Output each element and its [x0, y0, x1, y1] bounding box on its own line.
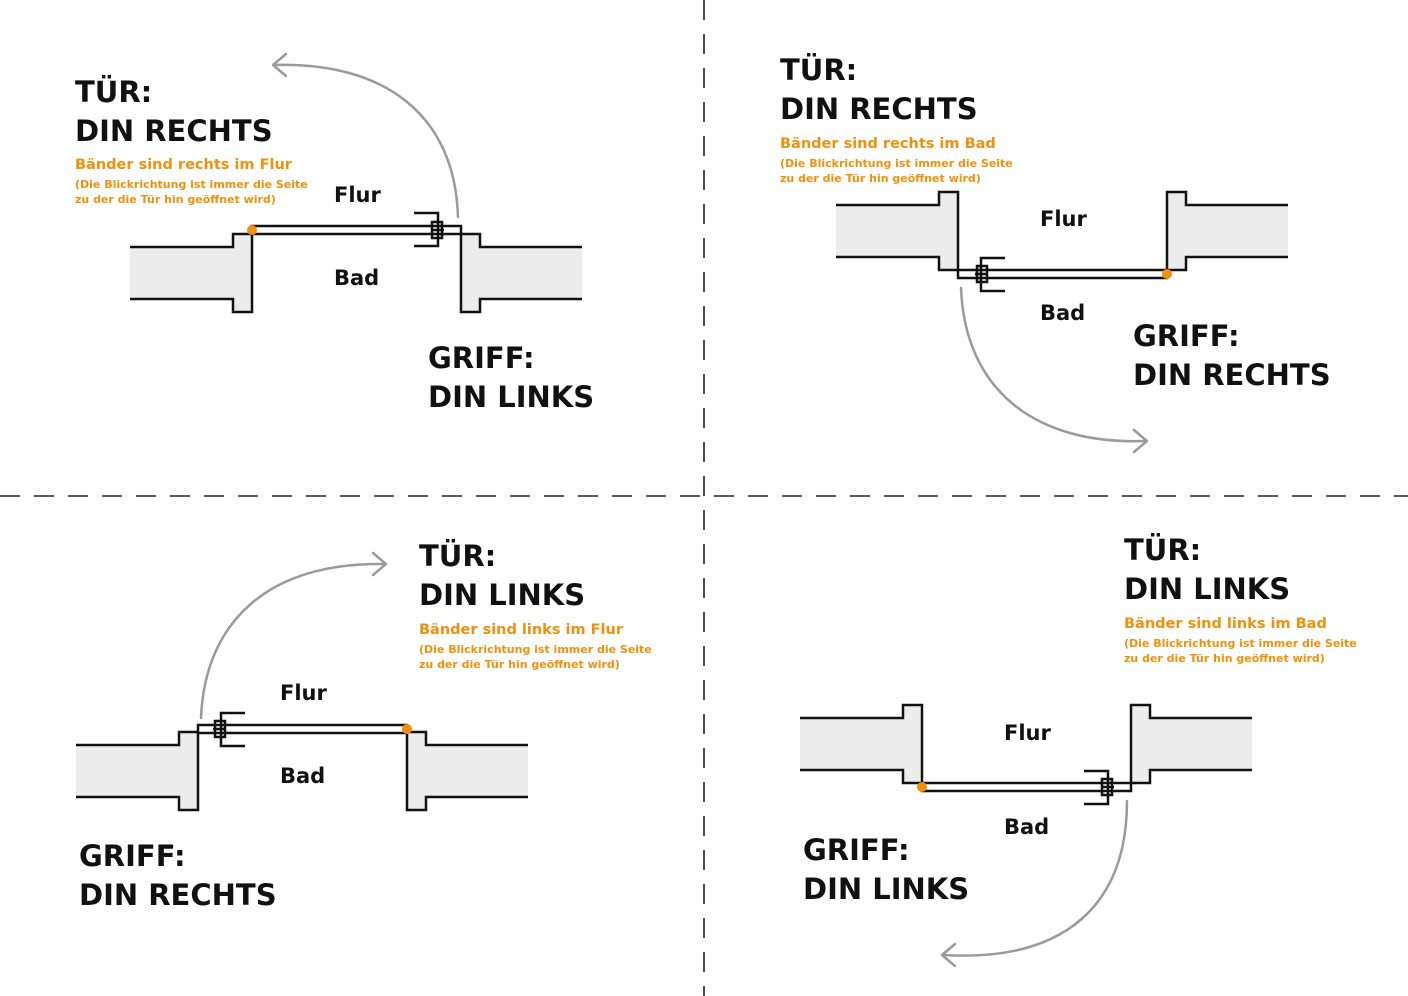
handle-label: GRIFF: [803, 833, 910, 867]
room-label-bad: Bad [1004, 815, 1049, 839]
view-note-line-2: zu der die Tür hin geöffnet wird) [75, 193, 276, 206]
door-handing: DIN RECHTS [780, 92, 978, 126]
door-handle-icon [1084, 769, 1114, 806]
door-leaf [196, 723, 409, 735]
swing-arc [273, 63, 460, 219]
door-handing: DIN RECHTS [75, 114, 273, 148]
view-note-line-1: (Die Blickrichtung ist immer die Seite [75, 178, 308, 191]
handle-handing: DIN RECHTS [79, 878, 277, 912]
view-note-line-1: (Die Blickrichtung ist immer die Seite [419, 643, 652, 656]
handle-label: GRIFF: [428, 341, 535, 375]
hinge-marker [917, 782, 927, 792]
view-note-line-2: zu der die Tür hin geöffnet wird) [419, 658, 620, 671]
handle-label: GRIFF: [1133, 319, 1240, 353]
left-wall [130, 232, 254, 314]
room-label-bad: Bad [280, 764, 325, 788]
hinge-note: Bänder sind rechts im Bad [780, 136, 996, 152]
door-label: TÜR: [419, 539, 496, 573]
swing-arc [199, 562, 386, 720]
room-label-flur: Flur [334, 183, 381, 207]
hinge-note: Bänder sind links im Bad [1124, 616, 1327, 632]
left-wall [76, 730, 200, 812]
door-handle-icon [975, 256, 1005, 293]
panel-tuer-links-flur: TÜR: DIN LINKS Bänder sind links im Flur… [76, 539, 652, 912]
door-leaf [956, 268, 1169, 280]
right-wall [405, 730, 528, 812]
panel-tuer-rechts-flur: TÜR: DIN RECHTS Bänder sind rechts im Fl… [75, 52, 594, 414]
swing-arc [959, 286, 1147, 443]
door-handing: DIN LINKS [1124, 572, 1290, 606]
hinge-note: Bänder sind links im Flur [419, 622, 624, 638]
right-wall [1129, 703, 1252, 785]
swing-arrow-icon [271, 52, 288, 78]
left-wall [800, 703, 924, 785]
handle-handing: DIN LINKS [803, 872, 969, 906]
panel-tuer-links-bad: TÜR: DIN LINKS Bänder sind links im Bad … [800, 533, 1357, 968]
right-wall [459, 232, 582, 314]
door-handle-icon [414, 211, 444, 248]
handle-handing: DIN RECHTS [1133, 358, 1331, 392]
door-handle-icon [213, 711, 245, 748]
handle-label: GRIFF: [79, 839, 186, 873]
hinge-marker [402, 724, 412, 734]
room-label-bad: Bad [334, 266, 379, 290]
view-note-line-2: zu der die Tür hin geöffnet wird) [1124, 652, 1325, 665]
right-wall [1165, 190, 1288, 272]
room-label-flur: Flur [1040, 207, 1087, 231]
swing-arrow-icon [1132, 428, 1149, 454]
view-note-line-1: (Die Blickrichtung ist immer die Seite [1124, 637, 1357, 650]
view-note-line-2: zu der die Tür hin geöffnet wird) [780, 172, 981, 185]
swing-arrow-icon [371, 551, 388, 577]
left-wall [836, 190, 960, 272]
swing-arc [942, 799, 1129, 957]
panel-tuer-rechts-bad: TÜR: DIN RECHTS Bänder sind rechts im Ba… [780, 53, 1331, 454]
room-label-flur: Flur [1004, 721, 1051, 745]
hinge-marker [1162, 269, 1172, 279]
room-label-flur: Flur [280, 681, 327, 705]
hinge-note: Bänder sind rechts im Flur [75, 157, 293, 173]
door-leaf [920, 781, 1133, 793]
swing-arrow-icon [940, 942, 957, 968]
door-leaf [250, 224, 463, 236]
hinge-marker [247, 225, 257, 235]
view-note-line-1: (Die Blickrichtung ist immer die Seite [780, 157, 1013, 170]
door-handing: DIN LINKS [419, 578, 585, 612]
door-label: TÜR: [1124, 533, 1201, 567]
door-label: TÜR: [75, 75, 152, 109]
handle-handing: DIN LINKS [428, 380, 594, 414]
door-label: TÜR: [780, 53, 857, 87]
room-label-bad: Bad [1040, 301, 1085, 325]
